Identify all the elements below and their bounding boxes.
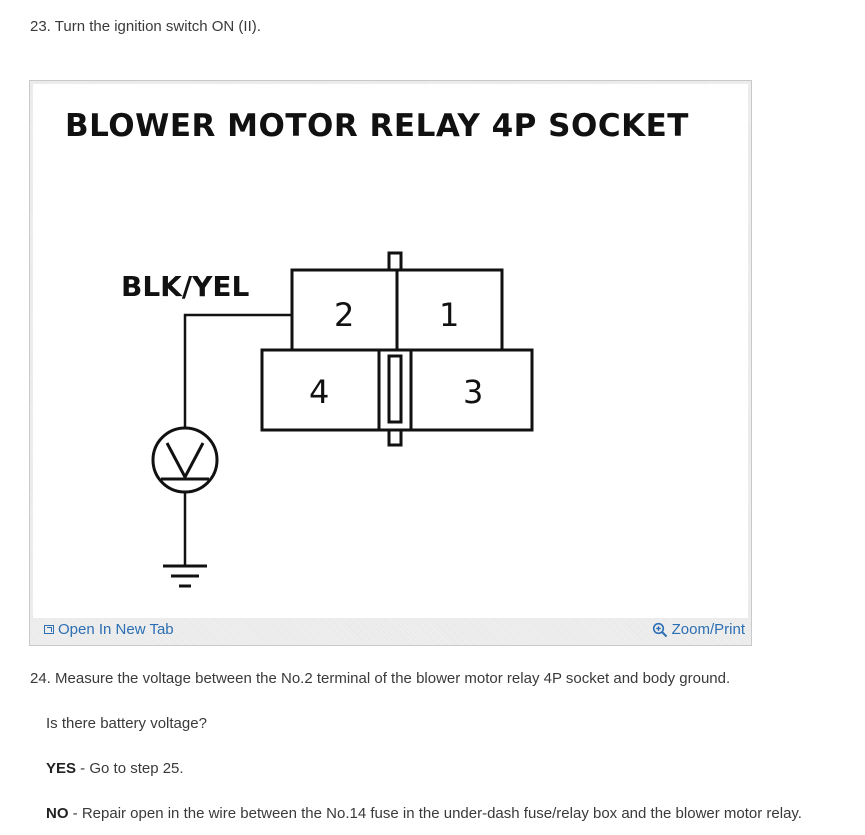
zoom-print-label: Zoom/Print (671, 621, 745, 638)
diagram-image: BLOWER MOTOR RELAY 4P SOCKET BLK/YEL 2 1… (33, 84, 748, 618)
no-answer: NO - Repair open in the wire between the… (46, 805, 802, 822)
yes-text: - Go to step 25. (76, 760, 184, 777)
ground-icon (163, 564, 207, 588)
pin-2-label: 2 (334, 296, 354, 334)
step-23-text: 23. Turn the ignition switch ON (II). (30, 18, 261, 35)
no-label: NO (46, 805, 69, 822)
zoom-print-link[interactable]: Zoom/Print (652, 621, 745, 638)
no-text: - Repair open in the wire between the No… (68, 805, 802, 822)
open-in-new-tab-link[interactable]: Open In New Tab (44, 621, 174, 638)
question-text: Is there battery voltage? (46, 715, 207, 732)
new-tab-icon (44, 625, 54, 634)
pin-1-label: 1 (439, 296, 459, 334)
voltmeter-icon (151, 426, 219, 494)
yes-answer: YES - Go to step 25. (46, 760, 184, 777)
yes-label: YES (46, 760, 77, 777)
probe-wire (183, 313, 292, 430)
connector-top-tab (387, 251, 403, 272)
connector-bottom-tab (387, 428, 403, 447)
wire-label: BLK/YEL (121, 270, 250, 303)
diagram-title: BLOWER MOTOR RELAY 4P SOCKET (65, 108, 689, 144)
step-24-text: 24. Measure the voltage between the No.2… (30, 670, 731, 687)
pin-4-label: 4 (309, 373, 329, 411)
figure-container: BLOWER MOTOR RELAY 4P SOCKET BLK/YEL 2 1… (29, 80, 752, 646)
open-in-new-tab-label: Open In New Tab (58, 621, 174, 638)
connector-key-slot (387, 354, 403, 424)
pin-3-label: 3 (463, 373, 483, 411)
zoom-icon (652, 622, 667, 637)
